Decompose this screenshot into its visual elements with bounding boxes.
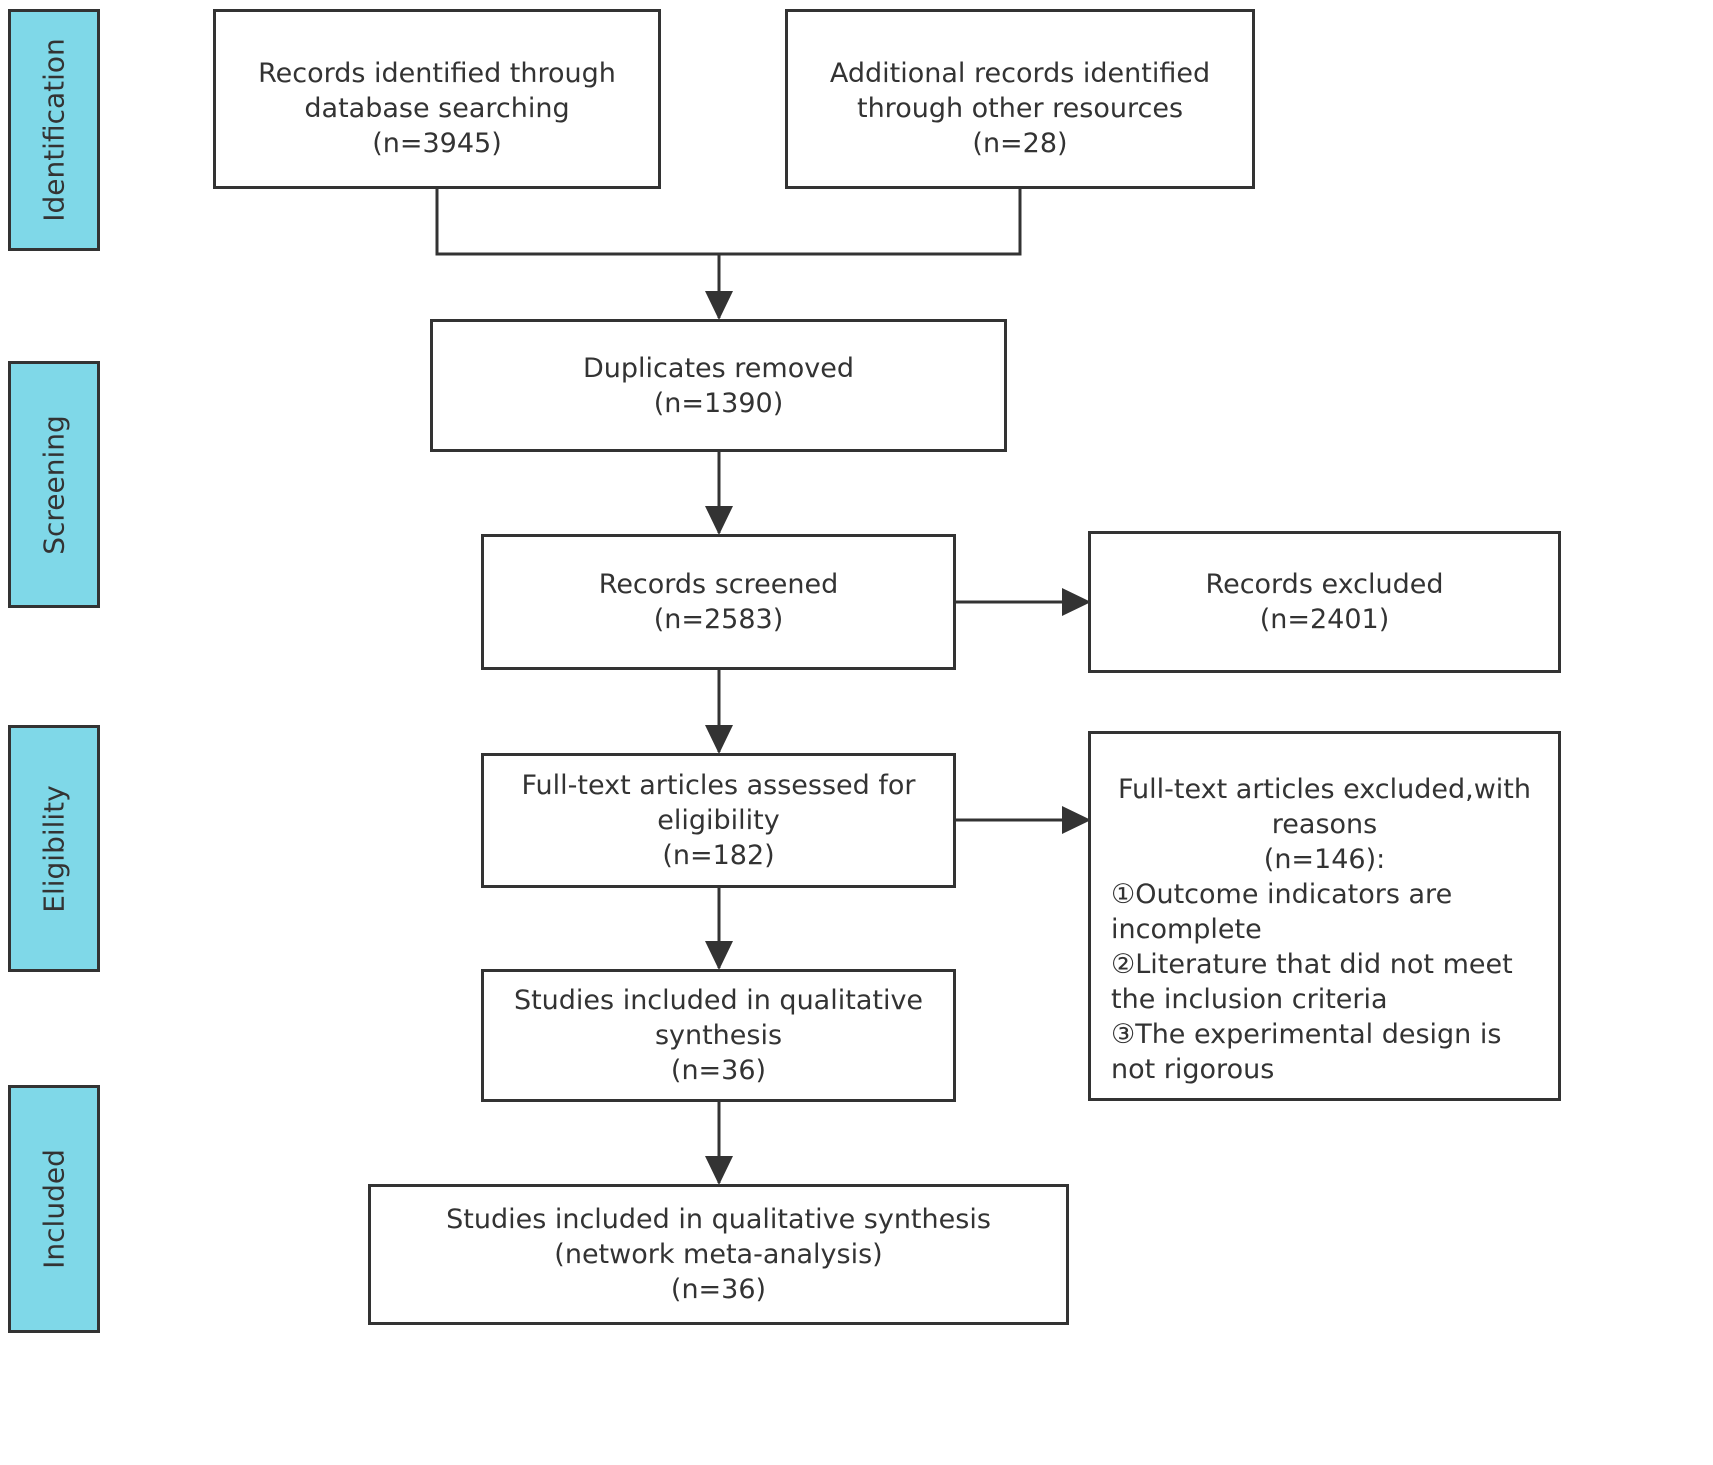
box-fulltext-excluded: Full-text articles excluded,with reasons… — [1088, 731, 1561, 1101]
db-line-2: database searching — [304, 93, 570, 124]
fulltext-excluded-line-1: Full-text articles excluded,with — [1118, 774, 1531, 805]
box-duplicates-removed: Duplicates removed (n=1390) — [430, 319, 1007, 452]
arrowhead-fulltext-excluded — [1062, 806, 1091, 834]
final-count: (n=36) — [670, 1274, 767, 1305]
arrowhead-duplicates — [705, 291, 733, 320]
fulltext-line-1: Full-text articles assessed for — [521, 770, 916, 801]
exclusion-reason-1: ①Outcome indicators are incomplete — [1111, 879, 1453, 945]
box-records-excluded: Records excluded (n=2401) — [1088, 531, 1561, 673]
box-fulltext-assessed: Full-text articles assessed for eligibil… — [481, 753, 956, 888]
arrowhead-screened — [705, 506, 733, 535]
fulltext-excluded-count: (n=146): — [1263, 844, 1386, 875]
fulltext-count: (n=182) — [662, 840, 775, 871]
exclusion-reason-3: ③The experimental design is not rigorous — [1111, 1019, 1502, 1085]
final-line-2: (network meta-analysis) — [554, 1239, 883, 1270]
other-line-2: through other resources — [856, 93, 1184, 124]
stage-eligibility: Eligibility — [8, 725, 100, 972]
box-records-screened: Records screened (n=2583) — [481, 534, 956, 670]
screened-count: (n=2583) — [653, 604, 784, 635]
duplicates-count: (n=1390) — [653, 387, 784, 419]
arrowhead-final — [705, 1156, 733, 1185]
arrowhead-excluded — [1062, 588, 1091, 616]
exclusion-reason-2: ②Literature that did not meet the inclus… — [1111, 949, 1513, 1015]
qualitative-line-2: synthesis — [654, 1020, 783, 1051]
excluded-count: (n=2401) — [1259, 604, 1390, 635]
stage-identification: Identification — [8, 9, 100, 251]
box-database-records: Records identified through database sear… — [213, 9, 661, 189]
screened-line-1: Records screened — [598, 569, 839, 600]
stage-screening: Screening — [8, 361, 100, 608]
arrowhead-qualitative — [705, 941, 733, 970]
stage-included: Included — [8, 1085, 100, 1333]
box-qualitative-synthesis: Studies included in qualitative synthesi… — [481, 969, 956, 1102]
excluded-line-1: Records excluded — [1205, 569, 1444, 600]
box-network-meta-analysis: Studies included in qualitative synthesi… — [368, 1184, 1069, 1325]
db-count: (n=3945) — [372, 128, 502, 159]
other-line-1: Additional records identified — [829, 58, 1211, 89]
duplicates-line-1: Duplicates removed — [583, 352, 854, 384]
box-other-records: Additional records identified through ot… — [785, 9, 1255, 189]
arrowhead-fulltext — [705, 725, 733, 754]
qualitative-count: (n=36) — [670, 1055, 767, 1086]
merge-connector — [435, 188, 1022, 256]
other-count: (n=28) — [972, 128, 1068, 159]
db-line-1: Records identified through — [258, 58, 616, 89]
fulltext-line-2: eligibility — [657, 805, 780, 836]
fulltext-excluded-line-2: reasons — [1271, 809, 1378, 840]
final-line-1: Studies included in qualitative synthesi… — [446, 1204, 991, 1235]
qualitative-line-1: Studies included in qualitative — [513, 985, 924, 1016]
